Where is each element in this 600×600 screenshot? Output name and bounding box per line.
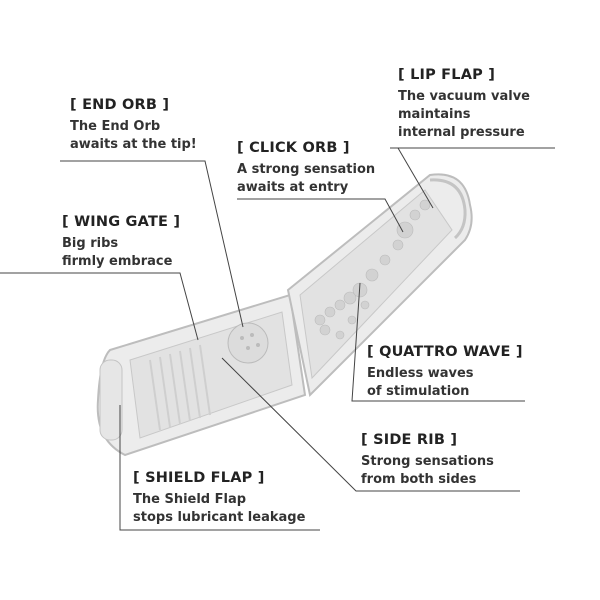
label-wing-gate: [ WING GATE ] Big ribs firmly embrace xyxy=(62,213,180,271)
quattro-wave-line: of stimulation xyxy=(367,384,470,399)
label-end-orb: [ END ORB ] The End Orb awaits at the ti… xyxy=(70,96,197,154)
label-side-rib: [ SIDE RIB ] Strong sensations from both… xyxy=(361,431,494,489)
label-shield-flap: [ SHIELD FLAP ] The Shield Flap stops lu… xyxy=(133,469,305,527)
lip-flap-line: internal pressure xyxy=(398,125,525,140)
product-right-half xyxy=(286,173,473,398)
click-orb-line: awaits at entry xyxy=(237,180,349,195)
lip-flap-line: maintains xyxy=(398,107,471,122)
wing-gate-line: firmly embrace xyxy=(62,254,173,269)
shield-flap-title: [ SHIELD FLAP ] xyxy=(133,470,265,486)
shield-flap-line: stops lubricant leakage xyxy=(133,510,306,525)
label-lip-flap: [ LIP FLAP ] The vacuum valve maintains … xyxy=(398,66,530,142)
shield-flap-line: The Shield Flap xyxy=(133,492,247,507)
end-orb-line: awaits at the tip! xyxy=(70,137,197,152)
side-rib-title: [ SIDE RIB ] xyxy=(361,432,458,448)
lip-flap-line: The vacuum valve xyxy=(398,89,530,104)
label-quattro-wave: [ QUATTRO WAVE ] Endless waves of stimul… xyxy=(367,343,523,401)
end-orb-line: The End Orb xyxy=(70,119,161,134)
click-orb-title: [ CLICK ORB ] xyxy=(237,140,350,156)
side-rib-line: from both sides xyxy=(361,472,477,487)
quattro-wave-title: [ QUATTRO WAVE ] xyxy=(367,344,523,360)
label-click-orb: [ CLICK ORB ] A strong sensation awaits … xyxy=(237,139,375,197)
click-orb-line: A strong sensation xyxy=(237,162,376,177)
end-orb-title: [ END ORB ] xyxy=(70,97,170,113)
quattro-wave-line: Endless waves xyxy=(367,366,474,381)
wing-gate-line: Big ribs xyxy=(62,236,119,251)
lip-flap-title: [ LIP FLAP ] xyxy=(398,67,496,83)
side-rib-line: Strong sensations xyxy=(361,454,494,469)
wing-gate-title: [ WING GATE ] xyxy=(62,214,181,230)
leader-lines xyxy=(0,147,555,531)
product-left-half xyxy=(96,293,307,457)
